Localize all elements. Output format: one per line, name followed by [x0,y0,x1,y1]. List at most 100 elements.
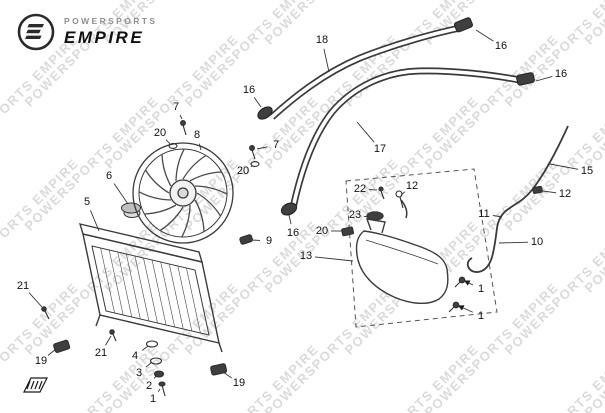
radiator-fin [108,249,124,316]
callout-leader-16 [253,97,262,108]
callout-leader-10 [498,241,529,244]
callout-leader-1 [457,305,473,313]
radiator-fin [186,267,201,334]
radiator-fin [177,265,193,332]
hologram-stripes-icon [23,377,48,393]
callout-leader-7 [179,114,183,120]
callout-leader-12 [400,191,406,196]
callout-21: 21 [17,280,29,292]
radiator-hose-lower [289,67,520,209]
callout-23: 23 [349,209,361,221]
fan-blade [144,169,170,194]
callout-leader-21 [28,292,43,308]
callout-20: 20 [316,225,328,237]
brand-wordmark: POWERSPORTS EMPIRE [64,16,157,48]
overflow-hose [466,125,569,273]
callout-18: 18 [316,34,328,46]
callout-19: 19 [35,355,47,367]
cooling-fan [132,142,234,244]
fan-blade [138,191,171,201]
callout-leader-1 [157,388,161,392]
callout-16: 16 [495,40,507,52]
radiator-fin [168,263,184,330]
callout-leader-21 [105,335,112,346]
callout-leader-5 [90,210,100,232]
callout-leader-23 [363,215,370,218]
callout-1: 1 [150,393,156,405]
callout-leader-18 [323,48,330,73]
radiator-fin [143,257,158,324]
callout-16: 16 [555,68,567,80]
fan-blade [189,171,222,182]
fan-blade [194,199,205,232]
radiator-fin [126,253,141,320]
hose-fittings [257,17,535,216]
fan-blade [144,204,177,215]
small-hardware [41,120,543,397]
fan-blade [161,154,172,187]
callout-19: 19 [233,377,245,389]
callout-leader-16 [475,29,494,42]
callout-1: 1 [478,283,484,295]
callout-9: 9 [266,235,272,247]
callout-leader-6 [113,183,129,205]
fan-blade [159,206,184,232]
fan-blade [181,205,191,238]
callout-leader-19 [222,371,232,379]
callout-leader-1 [463,280,474,286]
callout-5: 5 [84,196,90,208]
callout-1: 1 [478,310,484,322]
callout-20: 20 [237,165,249,177]
callout-4: 4 [132,350,138,362]
fan-blade [195,185,228,195]
callout-leader-4 [141,345,149,351]
callout-8: 8 [194,129,200,141]
callout-20: 20 [154,127,166,139]
callout-leader-12 [535,189,557,194]
coolant-reservoir [355,211,449,304]
callout-leader-16 [535,75,553,82]
callout-21: 21 [95,347,107,359]
empire-circle-e-logo-icon [17,13,55,51]
callout-7: 7 [273,139,279,151]
callout-13: 13 [300,250,312,262]
fan-blade [175,148,185,181]
radiator-fin [151,259,167,326]
fan-blade [182,154,207,180]
callout-leader-15 [549,163,579,170]
reservoir-vent-tube [400,199,408,219]
callout-16: 16 [287,227,299,239]
callout-2: 2 [146,380,152,392]
callout-15: 15 [581,165,593,177]
callout-leader-20 [250,165,253,168]
callout-leader-11 [492,215,503,218]
brand-logo: POWERSPORTS EMPIRE [16,12,157,52]
radiator-hose-upper [269,24,461,120]
radiator-fin [134,255,150,322]
callout-leader-2 [153,375,157,379]
radiator-fin [117,251,133,318]
callout-leader-7 [256,146,268,150]
callout-11: 11 [478,208,489,220]
brand-name-powersports: POWERSPORTS [64,16,158,27]
callout-22: 22 [354,183,366,195]
radiator [78,223,223,353]
callout-3: 3 [136,367,142,379]
callout-10: 10 [531,236,543,248]
reservoir-dashed-box [345,168,498,328]
callout-leader-17 [356,121,375,143]
callout-leader-8 [198,143,202,151]
callout-6: 6 [106,170,112,182]
fan-blade [196,192,222,217]
callout-leader-16 [288,214,292,225]
brand-name-empire: EMPIRE [64,27,145,47]
callout-leader-19 [47,348,57,356]
radiator-fin [100,247,115,314]
callout-17: 17 [374,143,386,155]
callout-12: 12 [559,188,571,200]
callout-12: 12 [406,180,418,192]
callout-7: 7 [173,101,179,113]
